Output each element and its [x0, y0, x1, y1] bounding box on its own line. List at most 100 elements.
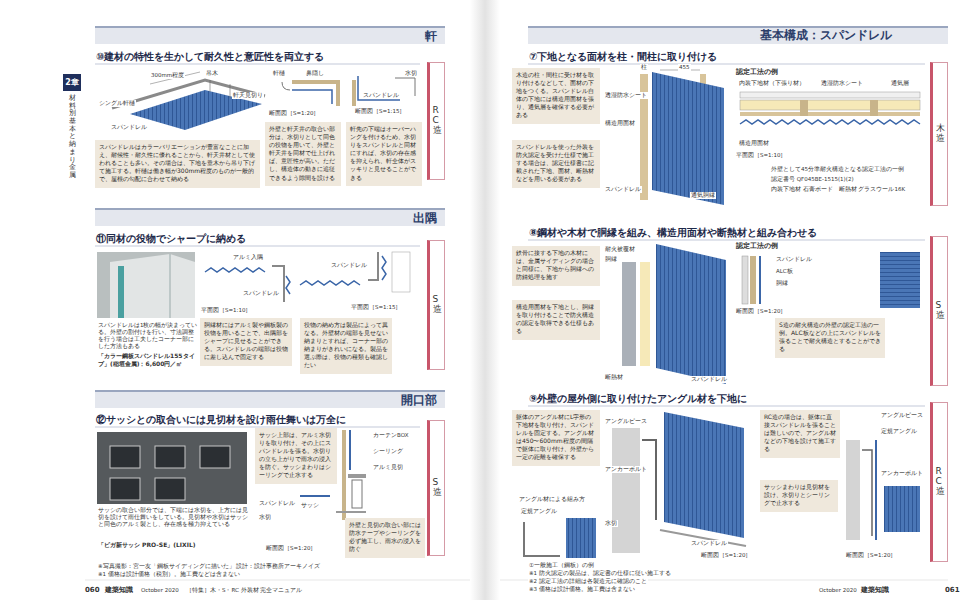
- part-label: 軒樋: [272, 70, 286, 77]
- chapter-tab: 2章材料別 基本と納まり 金属: [63, 74, 81, 180]
- section-heading: ⑨外壁の屋外側に取り付けたアングル材を下地に: [528, 392, 748, 405]
- note-box: 躯体のアングル材にL字形の下地材を取り付け、スパンドレルを固定する。アングル材は…: [512, 410, 600, 466]
- part-label: 構造用面材: [604, 120, 636, 127]
- part-label: 断面図［S=1:20］: [845, 552, 897, 559]
- part-label: 平面図［S=1:15］: [350, 304, 402, 311]
- note-text: 鉄骨に接する下地の木材には、金属サイディングの場合と同様に、下地から胴縁への防錆…: [516, 249, 596, 281]
- section-heading: ⑧鋼材や木材で胴縁を組み、構造用面材や断熱材と組み合わせる: [528, 226, 818, 239]
- part-label: 耐火被覆材: [604, 246, 636, 253]
- section-heading: ⑦下地となる面材を柱・間柱に取り付ける: [528, 50, 718, 63]
- part-label: 透湿防水シート: [820, 80, 864, 87]
- part-label: ［特集］木・S・RC 外装材 完全マニュアル: [185, 587, 303, 594]
- part-label: 平面図［S=1:10］: [735, 152, 787, 159]
- caption-text: スパンドレルは1枚の幅が決まっている。外壁の割付けを行い、寸法調整を行う場合は工…: [97, 322, 199, 351]
- section-band: 出隅: [95, 208, 445, 226]
- note-text: スパンドレルを使った外装を防火認定を受けた仕様で施工する場合は、認定仕様書に記載…: [516, 143, 596, 183]
- note-box: RC造の場合は、躯体に直接スパンドレルを張ることは難しいので、アングル材などの下…: [760, 410, 840, 458]
- part-label: スパンドレル: [690, 540, 728, 547]
- note-text: スパンドレルはカラーバリエーションが豊富なことに加え、耐候性・耐久性に優れること…: [99, 143, 256, 183]
- part-label: ※2 認定工法の詳細は各製造元に確認のこと: [528, 578, 648, 585]
- note-box: 胴縁材にはアルミ製や鋼板製の役物を用いることで、出隅部をシャープに見せることがで…: [200, 318, 292, 366]
- note-text: 躯体のアングル材にL字形の下地材を取り付け、スパンドレルを固定する。アングル材は…: [516, 413, 596, 462]
- part-label: アングルピース: [604, 418, 648, 425]
- note-text: 軒先の下端はオーバーハングを付けるため、水切りをスパンドレルと同材にすれば、水切…: [350, 125, 418, 182]
- note-box: 外壁と見切の取合い部には防水テープやシーリングを必ず施工し、雨水の浸入を防ぐ: [345, 518, 425, 558]
- part-label: 軒天見切り: [232, 92, 264, 99]
- part-label: 内装下地材（下張り材）: [738, 80, 806, 87]
- note-text: 外壁と見切の取合い部には防水テープやシーリングを必ず施工し、雨水の浸入を防ぐ: [349, 521, 421, 553]
- structure-tag: RC造: [427, 62, 445, 180]
- note-text: S造の耐火構造の外壁の認定工法の一例。ALC板などの上にスパンドレルを張ることで…: [779, 321, 881, 353]
- note-box: サッシまわりは見切材を設け、水切りとシーリングで止水する: [760, 480, 838, 512]
- part-label: ALC板: [775, 268, 794, 275]
- part-label: スパンドレル: [604, 186, 642, 193]
- part-label: シーリング: [372, 448, 404, 455]
- part-label: 鼻隠し: [305, 70, 325, 77]
- part-label: 柱: [640, 64, 648, 71]
- structure-label: RC造: [936, 467, 945, 497]
- part-label: 定規アングル: [880, 428, 918, 435]
- part-label: ※1 価格は設計価格（税別）。施工費などは含まない: [97, 571, 241, 578]
- note-box: S造の耐火構造の外壁の認定工法の一例。ALC板などの上にスパンドレルを張ることで…: [775, 318, 885, 358]
- chapter-title: 材料別 基本と納まり 金属: [69, 95, 76, 180]
- section-title: 開口部: [103, 392, 437, 408]
- part-label: スパンドレル: [362, 92, 400, 99]
- part-label: アンカーボルト: [880, 470, 924, 477]
- part-label: スパンドレル: [775, 256, 813, 263]
- structure-tag: S造: [427, 420, 445, 556]
- part-label: カーテンBOX: [372, 432, 409, 439]
- note-text: 胴縁材にはアルミ製や鋼板製の役物を用いることで、出隅部をシャープに見せることがで…: [204, 321, 288, 361]
- part-label: アルミ入隅: [232, 254, 264, 261]
- part-label: 平面図［S=1:10］: [200, 307, 252, 314]
- section-band: 軒: [95, 26, 445, 44]
- part-label: ※1 防火認定の製品は、認定書の仕様に従い施工する: [528, 570, 672, 577]
- structure-label: S造: [936, 301, 945, 321]
- structure-tag: S造: [930, 236, 948, 386]
- part-label: October 2020: [140, 587, 180, 594]
- chapter-number: 2章: [63, 74, 81, 91]
- section-heading: ⑩建材の特性を生かして耐久性と意匠性を両立する: [95, 50, 325, 63]
- part-label: スパンドレル: [110, 124, 148, 131]
- part-label: アンカーボルト: [604, 466, 648, 473]
- part-label: 胴縁: [604, 256, 618, 263]
- part-label: 構造用面材: [738, 140, 770, 147]
- part-label: 水切: [604, 520, 618, 527]
- part-label: アルミ見切: [372, 464, 404, 471]
- part-label: 内装下地材 石膏ボード 断熱材 グラスウール16K: [770, 186, 906, 193]
- structure-label: 木造: [936, 124, 945, 144]
- note-text: 役物の納め方は製品によって異なる。外壁材の端部を見せない納まりとすれば、コーナー…: [304, 321, 388, 370]
- note-box: スパンドレルを使った外装を防火認定を受けた仕様で施工する場合は、認定仕様書に記載…: [512, 140, 600, 188]
- part-label: 061: [944, 586, 961, 595]
- note-box: 木造の柱・間柱に受け材を取り付けるなどして、面材の下地をつくる。スパンドレル自体…: [512, 68, 600, 124]
- part-label: 通気層: [890, 80, 910, 87]
- caption-text: 「カラー鋼板スパンドレル155タイプ」(稲垣金属)：6,600円／㎡: [97, 352, 199, 368]
- note-box: 構造用面材を下地とし、胴縁を取り付けることで防火構造の認定を取得できる仕様もある: [512, 300, 600, 340]
- page-title: 基本構成：スパンドレル: [760, 27, 892, 44]
- part-label: アングルピース: [880, 412, 924, 419]
- structure-tag: RC造: [930, 402, 948, 562]
- note-text: RC造の場合は、躯体に直接スパンドレルを張ることは難しいので、アングル材などの下…: [764, 413, 836, 453]
- section-title: 軒: [103, 28, 437, 44]
- part-label: ※写真撮影：宮一友「鋼板サイディングに描いた」 設計：設計事務所アーキノイズ: [97, 563, 321, 570]
- caption-text: サッシの取合い部分では、下端には水切を、上方には見切を設けて雨仕舞いをしている。…: [97, 507, 249, 528]
- note-text: サッシ上部は、アルミ水切りを取り付け、その上にスパンドレルを張る。水切りの立ち上…: [259, 431, 333, 480]
- part-label: 断面図［S=1:20］: [265, 545, 317, 552]
- note-box: 軒先の下端はオーバーハングを付けるため、水切りをスパンドレルと同材にすれば、水切…: [346, 122, 422, 186]
- note-text: 構造用面材を下地とし、胴縁を取り付けることで防火構造の認定を取得できる仕様もある: [516, 303, 596, 335]
- caption-text: 外壁として45分準耐火構造となる認定工法の一例: [770, 166, 922, 173]
- part-label: アングル材による組み方: [518, 496, 586, 503]
- part-label: 断熱材: [604, 374, 624, 381]
- part-label: 定規アングル: [520, 508, 558, 515]
- part-label: 建築知識: [860, 586, 890, 595]
- part-label: 吊木: [205, 70, 219, 77]
- note-box: サッシ上部は、アルミ水切りを取り付け、その上にスパンドレルを張る。水切りの立ち上…: [255, 428, 337, 484]
- structure-tag: S造: [427, 240, 445, 370]
- part-label: 通気胴縁: [690, 192, 716, 199]
- part-label: 断面図［S=1:20］: [700, 552, 752, 559]
- part-label: 認定番号 QF045BE-1515(1)(2): [770, 176, 855, 183]
- part-label: ①一般施工（鋼板）の例: [528, 562, 595, 569]
- part-label: 胴縁: [775, 280, 789, 287]
- note-box: 役物の納め方は製品によって異なる。外壁材の端部を見せない納まりとすれば、コーナー…: [300, 318, 392, 374]
- part-label: 断面図［S=1:15］: [354, 108, 406, 115]
